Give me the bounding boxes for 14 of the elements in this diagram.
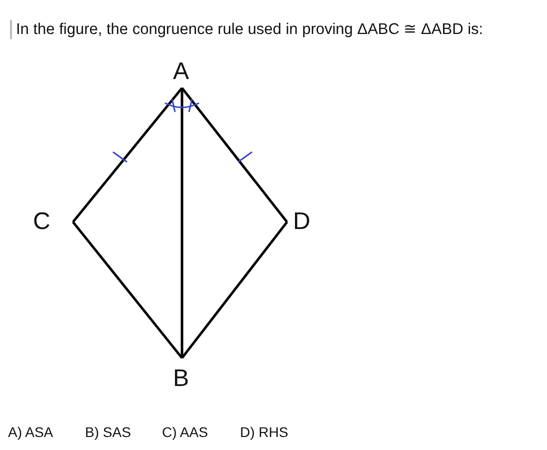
- answer-option: A) ASA: [8, 424, 54, 440]
- answer-option: C) AAS: [162, 424, 208, 440]
- line-segment: [72, 221, 183, 359]
- line-segment: [181, 221, 288, 359]
- line-segment: [180, 88, 184, 358]
- vertex-label: A: [173, 60, 190, 84]
- vertex-label: C: [33, 210, 50, 234]
- vertex-label: D: [293, 210, 310, 234]
- vertex-label: B: [173, 367, 190, 391]
- answer-option: D) RHS: [240, 424, 288, 440]
- answer-option: B) SAS: [85, 424, 131, 440]
- line-segment: [181, 87, 288, 223]
- line-segment: [72, 87, 183, 223]
- question-text: In the figure, the congruence rule used in proving ΔABC ≅ ΔABD is:: [10, 20, 484, 39]
